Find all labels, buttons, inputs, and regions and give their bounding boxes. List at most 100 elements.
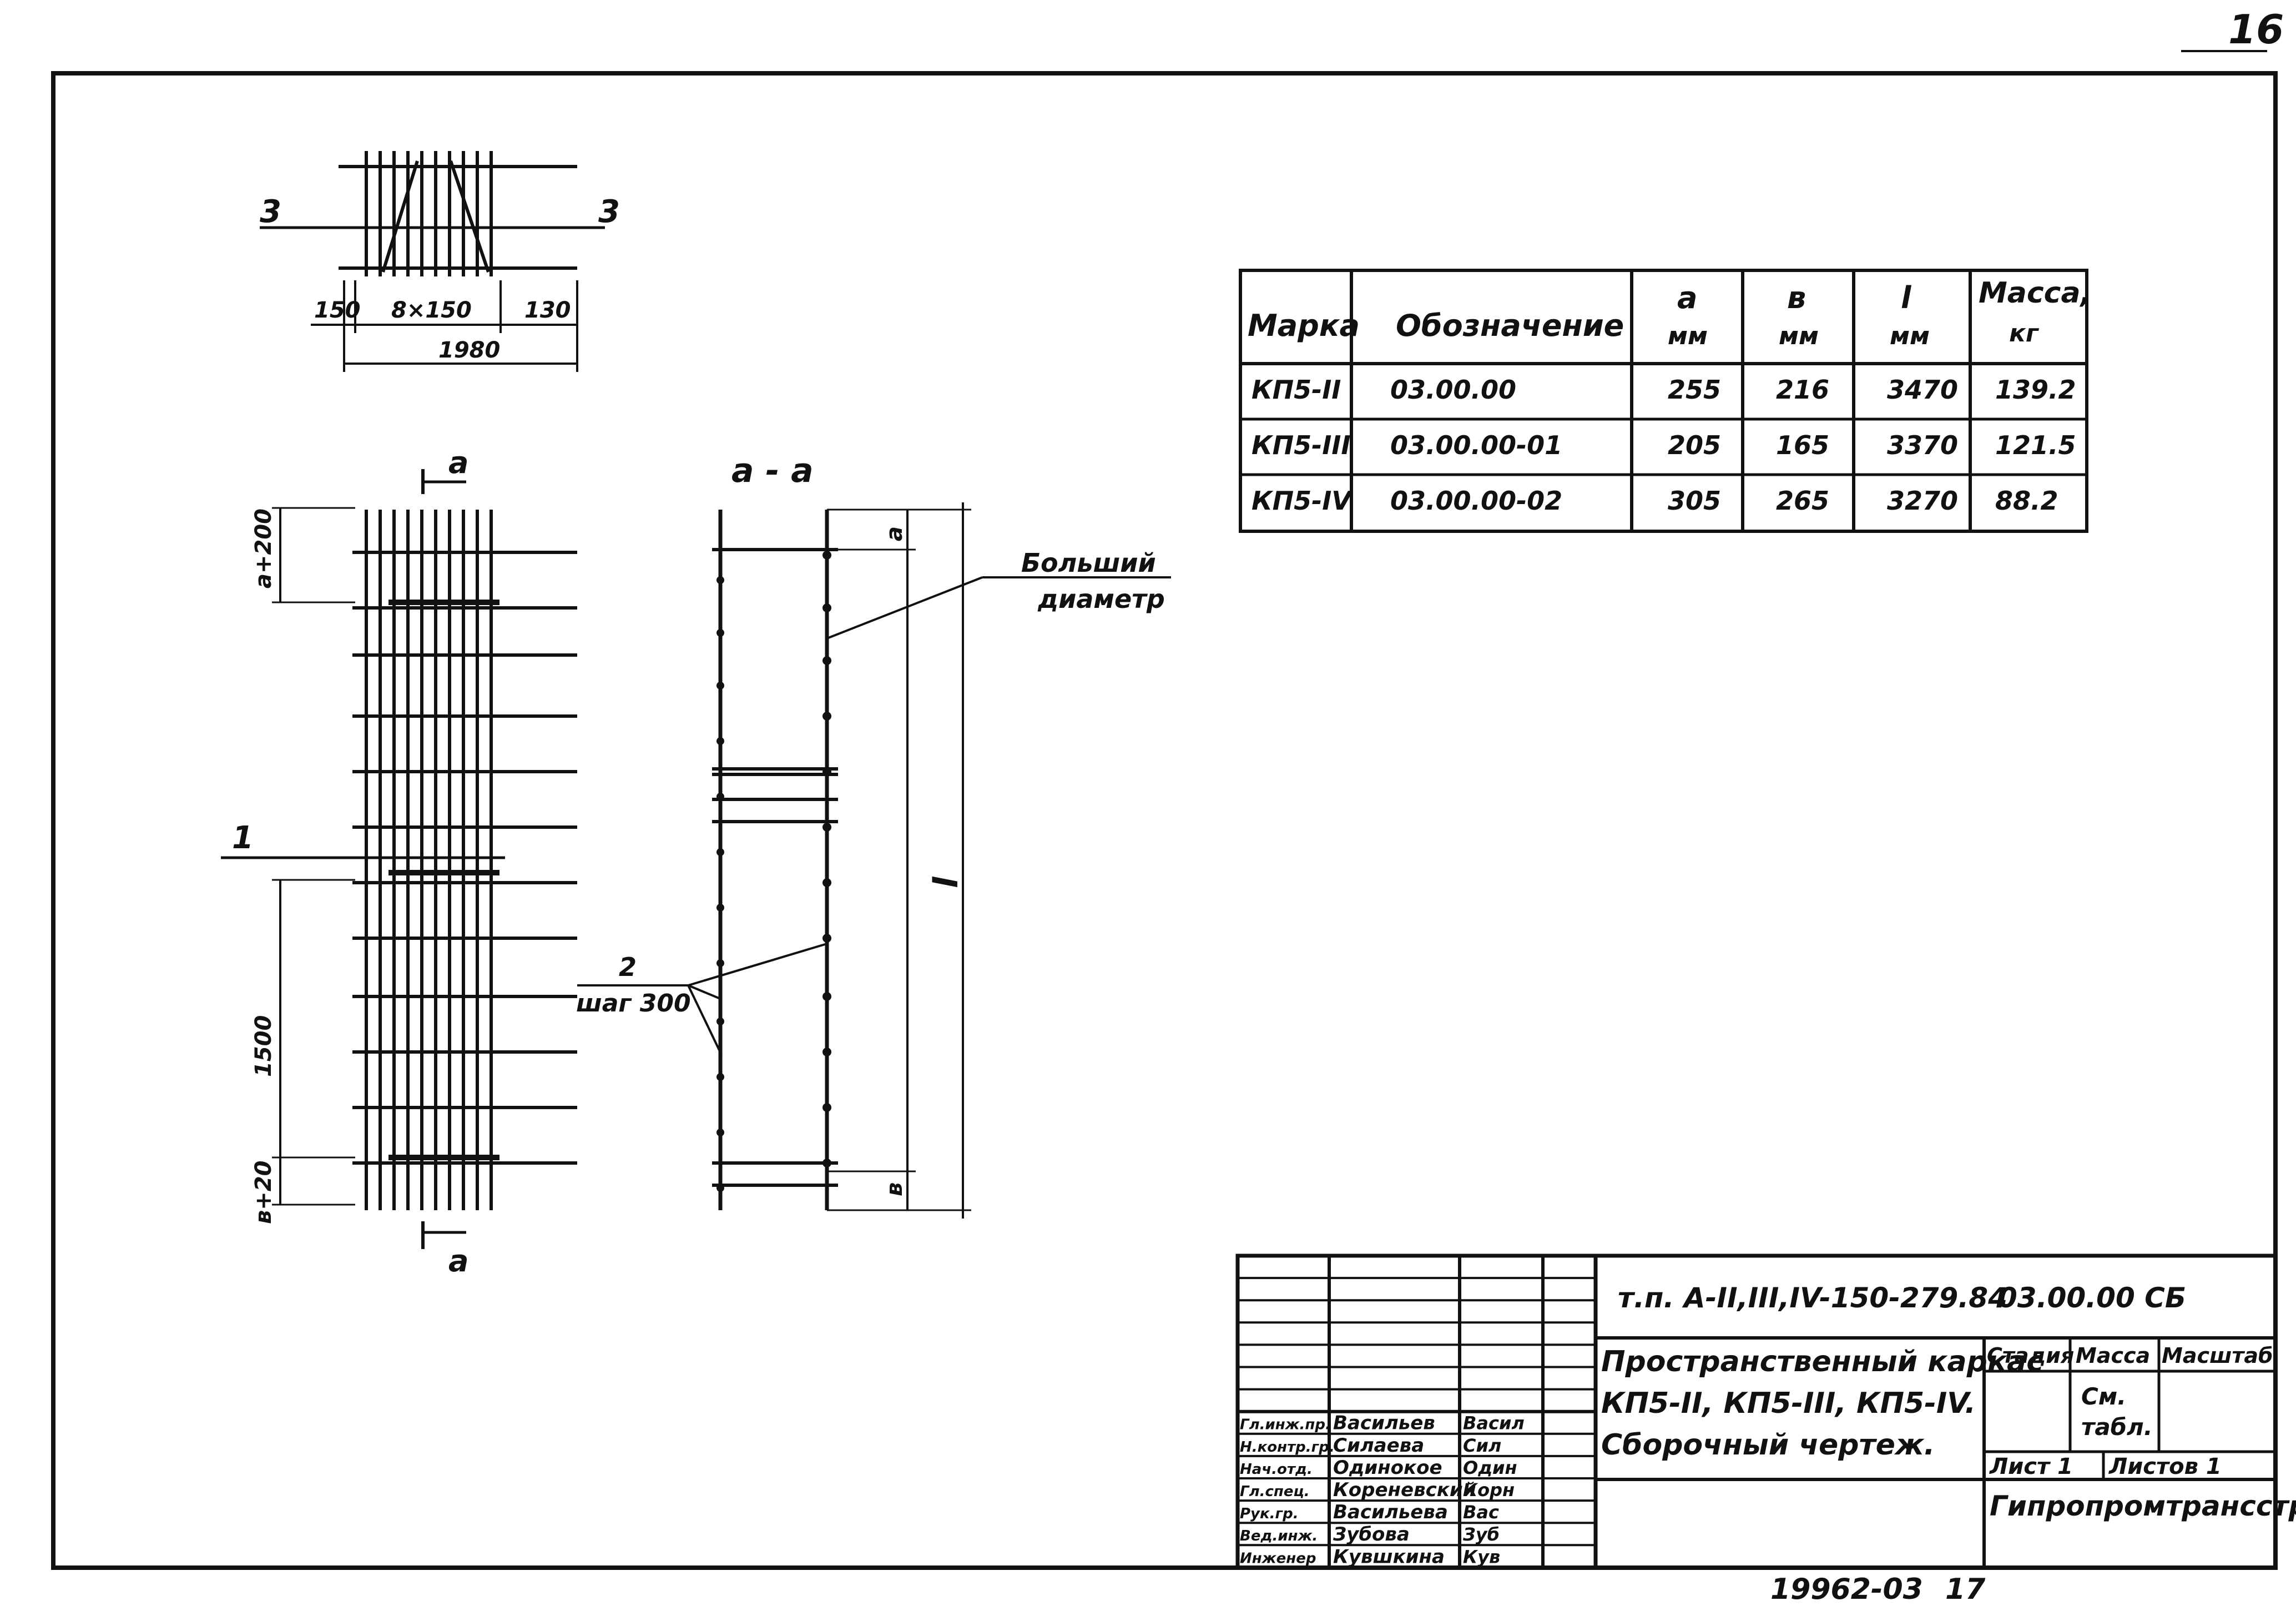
title-line-1: Пространственный каркас — [1601, 1345, 2043, 1378]
plan-dim-8x150: 8×150 — [391, 298, 472, 323]
title-project-code: т.п. А-II,III,IV-150-279.84 — [1618, 1282, 2007, 1314]
section-bar-dot — [716, 629, 724, 637]
title-mass-label: Масса — [2076, 1343, 2150, 1368]
spec-cell: 03.00.00-01 — [1390, 430, 1562, 460]
section-bar-dot — [822, 823, 831, 832]
section-title: a - a — [731, 451, 814, 490]
spec-header-b-unit: мм — [1779, 322, 1819, 350]
drawing-frame — [51, 71, 2278, 1570]
staff-role: Гл.инж.пр. — [1240, 1417, 1331, 1433]
staff-name: Одинокое — [1333, 1457, 1442, 1479]
staff-name: Васильев — [1333, 1412, 1435, 1434]
spec-cell: 216 — [1776, 375, 1829, 405]
section-bar-dot — [716, 1129, 724, 1136]
title-block: Гл.инж.пр.Васильев ВасилН.контр.гр.Силаев… — [1235, 1253, 2296, 1570]
section-bar-dot — [716, 737, 724, 745]
staff-name: Кореневский — [1333, 1479, 1476, 1501]
section-bar-dot — [716, 1184, 724, 1192]
front-section-mark-bottom: a — [448, 1244, 468, 1278]
spec-cell: 03.00.00-02 — [1390, 486, 1562, 516]
spec-cell: КП5-II — [1252, 375, 1341, 405]
section-bar-dot — [822, 878, 831, 887]
staff-role: Н.контр.гр. — [1240, 1439, 1335, 1456]
spec-cell: 3270 — [1887, 486, 1958, 516]
section-bar-dot — [716, 1073, 724, 1081]
staff-name: Кувшкина — [1333, 1546, 1445, 1568]
spec-cell: 205 — [1668, 430, 1721, 460]
plan-dim-130: 130 — [524, 298, 571, 323]
plan-section-mark-right: 3 — [598, 194, 620, 230]
front-dim-bottom: в+20 — [251, 1161, 276, 1225]
plan-dim-150: 150 — [314, 298, 361, 323]
plan-view: 3 3 150 8×150 130 1980 — [260, 151, 620, 372]
spec-cell: 255 — [1668, 375, 1721, 405]
title-line-3: Сборочный чертеж. — [1601, 1428, 1935, 1462]
section-callout-2-step: шаг 300 — [576, 989, 691, 1018]
section-dim-b: в — [882, 1182, 907, 1196]
plan-dim-1980: 1980 — [438, 338, 500, 363]
section-view: a - a a l в Больший диаметр 2 шаг 300 — [576, 451, 1171, 1219]
staff-role: Вед.инж. — [1240, 1528, 1318, 1544]
spec-header-a-unit: мм — [1668, 322, 1708, 350]
spec-header-mass-unit: кг — [2009, 319, 2040, 348]
staff-signature: Сил — [1463, 1435, 1501, 1456]
spec-cell: КП5-III — [1252, 430, 1351, 460]
staff-signature: Васил — [1463, 1413, 1525, 1434]
spec-cell: 88.2 — [1995, 486, 2058, 516]
front-section-mark-top: a — [448, 445, 468, 480]
section-bar-dot — [822, 712, 831, 721]
spec-header-designation: Обозначение — [1396, 308, 1624, 343]
section-bar-dot — [716, 793, 724, 801]
spec-table: Марка Обозначение a мм в мм l мм Масса, … — [1239, 269, 2091, 533]
section-dim-l: l — [927, 876, 966, 888]
staff-name: Зубова — [1333, 1523, 1410, 1546]
section-bar-dot — [716, 1018, 724, 1025]
spec-header-l-unit: мм — [1890, 322, 1930, 350]
spec-cell: 265 — [1776, 486, 1829, 516]
section-bar-dot — [822, 1048, 831, 1056]
section-note-diameter-2: диаметр — [1037, 584, 1165, 614]
section-bar-dot — [822, 1159, 831, 1167]
staff-signature: Кув — [1463, 1546, 1500, 1567]
staff-signature: Один — [1463, 1457, 1517, 1478]
staff-name: Силаева — [1333, 1434, 1424, 1457]
spec-header-a: a — [1677, 280, 1697, 315]
footer-doc-no: 19962-03 — [1770, 1573, 1923, 1606]
title-organization: Гипропромтрансстрой — [1990, 1490, 2296, 1522]
staff-name: Васильева — [1333, 1501, 1448, 1523]
staff-role: Нач.отд. — [1240, 1461, 1313, 1478]
spec-cell: 139.2 — [1995, 375, 2076, 405]
title-mass-value-2: табл. — [2081, 1413, 2153, 1441]
title-sheets-label: Листов 1 — [2108, 1454, 2222, 1479]
title-drawing-code: 03.00.00 СБ — [1998, 1282, 2186, 1314]
title-sheet-label: Лист 1 — [1989, 1454, 2073, 1479]
spec-header-mass: Масса, — [1979, 276, 2091, 310]
front-callout-1: 1 — [232, 820, 254, 856]
spec-cell: 3370 — [1887, 430, 1958, 460]
spec-cell: 165 — [1776, 430, 1829, 460]
staff-signature: Вас — [1463, 1502, 1499, 1523]
section-dim-a: a — [882, 526, 907, 541]
staff-role: Рук.гр. — [1240, 1506, 1299, 1522]
section-bar-dot — [822, 603, 831, 612]
spec-cell: 03.00.00 — [1390, 375, 1516, 405]
section-bar-dot — [716, 848, 724, 856]
plan-section-mark-left: 3 — [260, 194, 281, 230]
front-dim-middle: 1500 — [251, 1015, 276, 1077]
section-bar-dot — [716, 904, 724, 912]
spec-cell: 121.5 — [1995, 430, 2076, 460]
section-callout-2: 2 — [619, 952, 637, 982]
staff-role: Инженер — [1240, 1550, 1316, 1567]
spec-header-mark: Марка — [1248, 308, 1360, 343]
staff-signature: Корн — [1463, 1479, 1515, 1501]
spec-header-b: в — [1787, 280, 1806, 315]
page-number: 16 — [2228, 6, 2284, 53]
section-note-diameter-1: Больший — [1021, 548, 1156, 578]
section-bar-dot — [822, 551, 831, 560]
title-stage-label: Стадия — [1987, 1343, 2074, 1368]
spec-cell: 3470 — [1887, 375, 1958, 405]
section-bar-dot — [716, 959, 724, 967]
title-line-2: КП5-II, КП5-III, КП5-IV. — [1601, 1387, 1976, 1420]
spec-header-l: l — [1901, 280, 1912, 315]
